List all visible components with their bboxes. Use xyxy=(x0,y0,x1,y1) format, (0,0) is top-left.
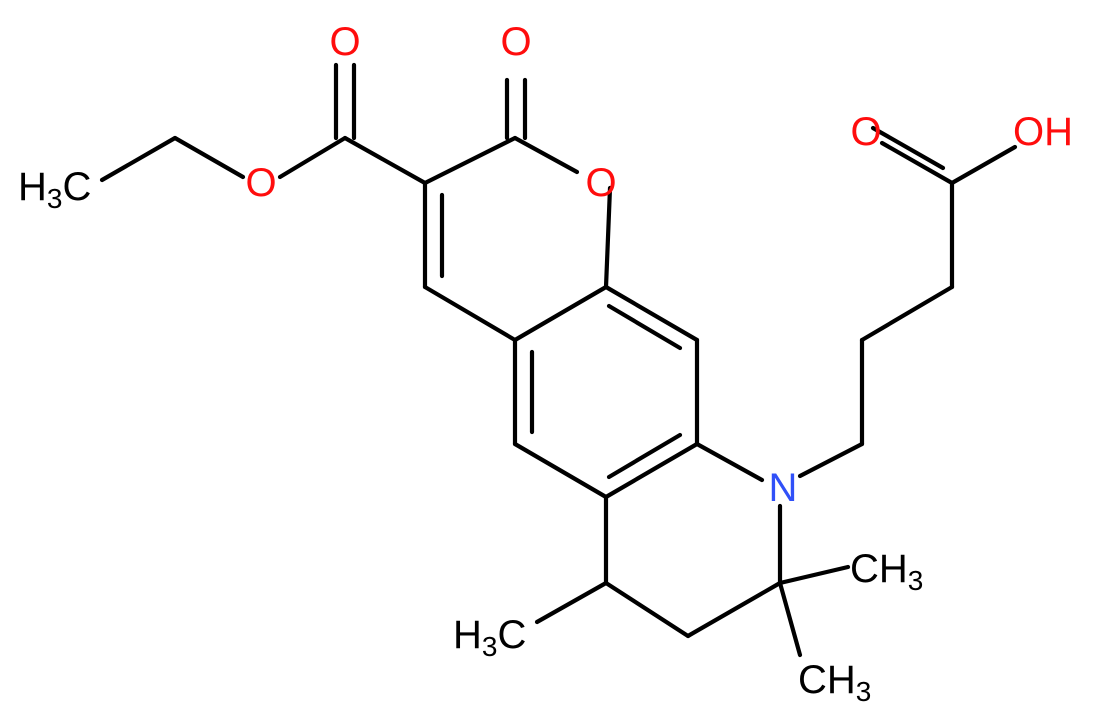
bond xyxy=(172,135,246,180)
oxygen-label: O xyxy=(329,20,360,64)
bond xyxy=(859,284,955,343)
bond xyxy=(606,432,683,480)
bond xyxy=(512,284,609,343)
oxygen-label: O xyxy=(245,161,276,205)
bond xyxy=(797,441,865,479)
bond xyxy=(606,303,683,351)
oxygen-label: O xyxy=(585,161,616,205)
oxygen-label: O xyxy=(500,20,531,64)
bond xyxy=(603,580,691,639)
methyl-label: H3C xyxy=(18,165,91,214)
methyl-label: H3C xyxy=(453,613,526,662)
methyl-label: CH3 xyxy=(850,547,923,596)
bond xyxy=(694,441,765,483)
bond xyxy=(685,580,783,639)
bond xyxy=(603,284,700,343)
hydroxyl-label: OH xyxy=(1013,110,1073,154)
atom-labels: O O O O O N OH H3C H3C CH3 CH3 xyxy=(18,20,1073,707)
bond xyxy=(422,284,518,343)
bond xyxy=(422,135,518,186)
bond xyxy=(534,580,609,625)
methyl-label: CH3 xyxy=(798,658,871,707)
bond xyxy=(512,135,580,175)
bond xyxy=(879,140,955,186)
bond xyxy=(870,125,946,171)
bond xyxy=(603,441,700,500)
bond xyxy=(99,135,178,183)
bond xyxy=(512,441,609,500)
nitrogen-label: N xyxy=(769,466,798,510)
bond xyxy=(277,135,348,180)
bond xyxy=(777,564,851,586)
bond-lines xyxy=(99,62,1018,658)
bond xyxy=(603,185,613,290)
bond xyxy=(342,135,428,186)
bond xyxy=(777,580,803,658)
bond xyxy=(949,144,1018,186)
oxygen-label: O xyxy=(850,110,881,154)
